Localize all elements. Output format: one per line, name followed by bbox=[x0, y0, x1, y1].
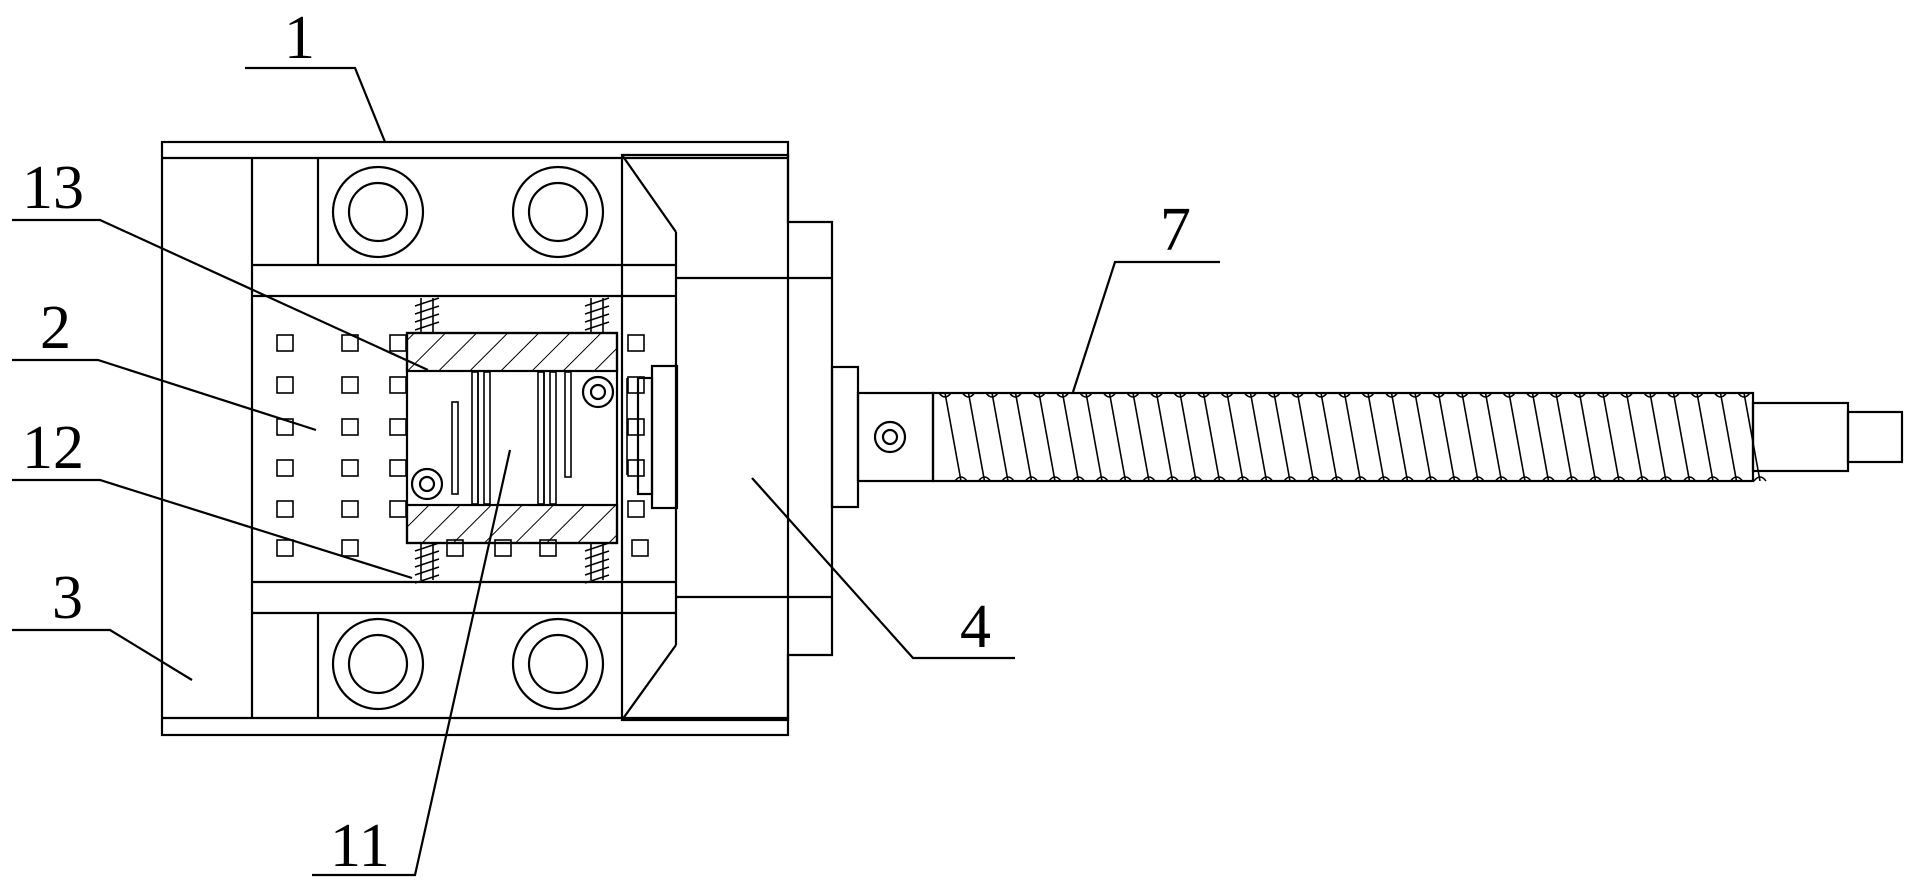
square-hole bbox=[389, 376, 407, 394]
spring bbox=[414, 297, 440, 333]
label-3: 3 bbox=[52, 564, 83, 632]
thread-line bbox=[1390, 392, 1409, 482]
thread-line bbox=[1226, 392, 1244, 482]
square-hole bbox=[276, 334, 294, 352]
square-hole bbox=[341, 376, 359, 394]
square-hole bbox=[627, 334, 645, 352]
thread-line bbox=[1179, 392, 1197, 482]
thread-line bbox=[1249, 392, 1268, 482]
bottom-left-bolt bbox=[331, 617, 425, 711]
thread-line bbox=[1461, 392, 1479, 482]
bottom-right-bolt bbox=[511, 617, 605, 711]
thread-line bbox=[1014, 392, 1033, 482]
label-7: 7 bbox=[1160, 196, 1191, 264]
square-hole bbox=[389, 500, 407, 518]
thread-line bbox=[1696, 392, 1714, 482]
square-hole bbox=[389, 334, 407, 352]
thread-line bbox=[1437, 392, 1456, 482]
label-2: 2 bbox=[40, 294, 71, 362]
thread-line bbox=[944, 392, 962, 482]
thread-line bbox=[1414, 392, 1432, 482]
clamp-pin-lower bbox=[410, 467, 444, 501]
square-hole bbox=[389, 459, 407, 477]
main-frame bbox=[160, 140, 790, 737]
thread-line bbox=[1719, 392, 1738, 482]
square-hole bbox=[627, 418, 645, 436]
slider-block bbox=[620, 153, 834, 722]
thread-line bbox=[1484, 392, 1503, 482]
square-hole bbox=[276, 376, 294, 394]
square-hole bbox=[627, 500, 645, 518]
leader-lines bbox=[12, 66, 1220, 877]
thread-line bbox=[1625, 392, 1644, 482]
thread-line bbox=[991, 392, 1009, 482]
thread-line bbox=[1578, 392, 1597, 482]
clamp-assembly bbox=[405, 331, 679, 545]
thread-line bbox=[1508, 392, 1526, 482]
thread-line bbox=[1531, 392, 1550, 482]
thread-line bbox=[1343, 392, 1362, 482]
thread-line bbox=[1296, 392, 1315, 482]
thread-line bbox=[1649, 392, 1667, 482]
upper-hatched-plate bbox=[405, 331, 619, 373]
thread-line bbox=[1155, 392, 1174, 482]
thread-line bbox=[1320, 392, 1338, 482]
square-hole bbox=[389, 418, 407, 436]
label-13: 13 bbox=[22, 154, 84, 222]
square-hole bbox=[341, 500, 359, 518]
spring bbox=[414, 542, 440, 584]
square-hole bbox=[627, 376, 645, 394]
square-hole bbox=[341, 459, 359, 477]
square-hole bbox=[276, 459, 294, 477]
thread-line bbox=[1132, 392, 1150, 482]
springs bbox=[414, 297, 610, 584]
top-left-bolt bbox=[331, 165, 425, 259]
spring bbox=[584, 297, 610, 333]
label-4: 4 bbox=[960, 593, 991, 661]
label-11: 11 bbox=[330, 812, 390, 880]
top-right-bolt bbox=[511, 165, 605, 259]
thread-line bbox=[1602, 392, 1620, 482]
thread-line bbox=[967, 392, 986, 482]
thread-line bbox=[1672, 392, 1691, 482]
square-hole bbox=[341, 539, 359, 557]
square-hole bbox=[276, 500, 294, 518]
square-hole bbox=[276, 539, 294, 557]
screw-threads bbox=[938, 392, 1767, 482]
clamp-pin-upper bbox=[581, 375, 615, 409]
lead-screw bbox=[830, 365, 1904, 509]
thread-line bbox=[1038, 392, 1056, 482]
spring bbox=[584, 542, 610, 584]
label-1: 1 bbox=[284, 4, 315, 72]
square-hole bbox=[631, 539, 649, 557]
thread-line bbox=[1202, 392, 1221, 482]
lower-hatched-plate bbox=[405, 503, 619, 545]
thread-line bbox=[1061, 392, 1080, 482]
thread-line bbox=[1085, 392, 1103, 482]
thread-line bbox=[1273, 392, 1291, 482]
thread-line bbox=[1367, 392, 1385, 482]
square-hole bbox=[627, 459, 645, 477]
square-hole bbox=[341, 418, 359, 436]
label-12: 12 bbox=[22, 414, 84, 482]
thread-line bbox=[1108, 392, 1127, 482]
thread-line bbox=[1555, 392, 1573, 482]
thread-line bbox=[1743, 392, 1761, 482]
leader-4-fix bbox=[751, 477, 1015, 660]
